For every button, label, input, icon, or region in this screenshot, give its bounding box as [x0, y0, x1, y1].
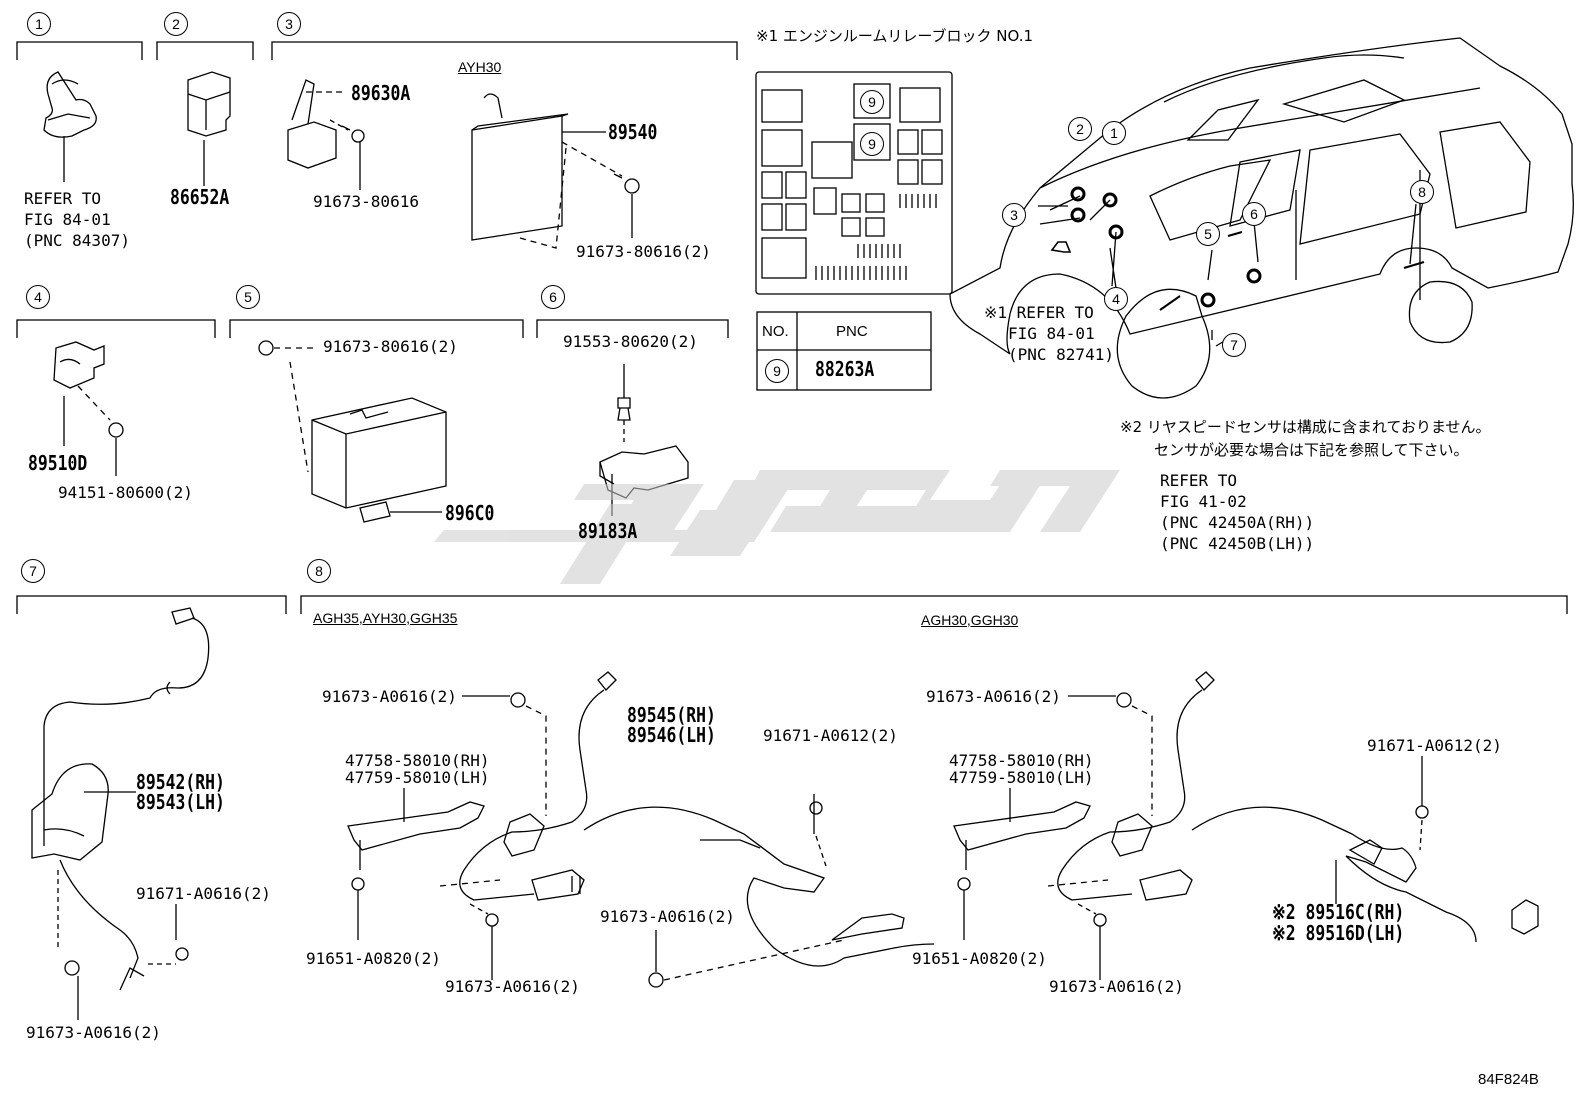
group-number-4: 4: [26, 285, 50, 309]
bolt-91553-80620[interactable]: 91553-80620(2): [563, 332, 698, 351]
part-89540[interactable]: 89540: [608, 120, 658, 144]
vehicle-callout-2[interactable]: 2: [1068, 117, 1092, 141]
group-number-3: 3: [277, 12, 301, 36]
note2-line2: センサが必要な場合は下記を参照して下さい。: [1154, 441, 1469, 459]
watermark-logo: [434, 470, 1120, 584]
part-89543-lh[interactable]: 89543(LH): [136, 790, 225, 814]
bolt-top-left[interactable]: 91673-A0616(2): [322, 687, 457, 706]
figure-code: 84F824B: [1478, 1071, 1539, 1088]
note2-refer-line3: (PNC 42450A(RH)): [1160, 513, 1315, 532]
bracket-47758-rh-right[interactable]: 47758-58010(RH): [949, 751, 1094, 770]
bolt-mid-left[interactable]: 91673-A0616(2): [600, 907, 735, 926]
relay-block-drawing: [755, 71, 953, 295]
group1-refer-line3: (PNC 84307): [24, 231, 130, 250]
variant-label-left: AGH35,AYH30,GGH35: [313, 610, 458, 626]
bolt-top-right[interactable]: 91673-A0616(2): [926, 687, 1061, 706]
bolt-91673-80616[interactable]: 91673-80616: [313, 192, 419, 211]
vehicle-callout-5[interactable]: 5: [1196, 222, 1220, 246]
part-89630A[interactable]: 89630A: [351, 81, 411, 105]
bolt-right-left[interactable]: 91671-A0612(2): [763, 726, 898, 745]
part-86652A-drawing: [187, 71, 231, 186]
group-number-5: 5: [236, 285, 260, 309]
part-896C0-drawing: [258, 340, 447, 523]
group1-refer-line1: REFER TO: [24, 189, 102, 208]
relay-slot-9-lower: 9: [860, 132, 884, 156]
bolt-bottom-b-left[interactable]: 91673-A0616(2): [445, 977, 580, 996]
group-number-2: 2: [164, 12, 188, 36]
part-89542-drawing: [31, 607, 210, 1020]
bolt-91673-80616-group5[interactable]: 91673-80616(2): [323, 337, 458, 356]
note2-line1: ※2 リヤスピードセンサは構成に含まれておりません。: [1120, 418, 1491, 436]
part-89510D-drawing: [53, 341, 124, 476]
vehicle-callout-7[interactable]: 7: [1222, 333, 1246, 357]
vehicle-callout-3[interactable]: 3: [1002, 203, 1026, 227]
part-89516C-rh[interactable]: ※2 89516C(RH): [1272, 900, 1405, 924]
bolt-91671-A0616-group7[interactable]: 91671-A0616(2): [136, 884, 271, 903]
group-brackets: [16, 41, 1568, 614]
group-number-7: 7: [21, 559, 45, 583]
note2-refer-line1: REFER TO: [1160, 471, 1238, 490]
vehicle-callout-6[interactable]: 6: [1242, 202, 1266, 226]
vehicle-refer-line2: FIG 84-01: [1008, 324, 1095, 343]
bolt-right-right[interactable]: 91671-A0612(2): [1367, 736, 1502, 755]
relay-table-lines: [756, 311, 932, 391]
group-number-1: 1: [27, 12, 51, 36]
bolt-bottom-b-right[interactable]: 91673-A0616(2): [1049, 977, 1184, 996]
part-89630A-drawing: [287, 79, 365, 190]
group-number-8: 8: [307, 559, 331, 583]
vehicle-callout-4[interactable]: 4: [1104, 287, 1128, 311]
bracket-47759-lh-left[interactable]: 47759-58010(LH): [345, 768, 490, 787]
bolt-bottom-a-right[interactable]: 91651-A0820(2): [912, 949, 1047, 968]
variant-label-ayh30: AYH30: [458, 59, 502, 75]
group1-refer-line2: FIG 84-01: [24, 210, 111, 229]
relay-table-row-no: 9: [765, 359, 789, 383]
part-89542-rh[interactable]: 89542(RH): [136, 770, 225, 794]
part-89545-rh[interactable]: 89545(RH): [627, 703, 716, 727]
bolt-91673-A0616-group7[interactable]: 91673-A0616(2): [26, 1023, 161, 1042]
vehicle-refer-line3: (PNC 82741): [1008, 345, 1114, 364]
bolt-91673-80616-x2[interactable]: 91673-80616(2): [576, 242, 711, 261]
part-89516D-lh[interactable]: ※2 89516D(LH): [1272, 921, 1405, 945]
part-group8-right-drawing: [953, 671, 1539, 980]
part-896C0[interactable]: 896C0: [445, 501, 495, 525]
group-number-6: 6: [541, 285, 565, 309]
vehicle-refer-line1: ※1 REFER TO: [984, 303, 1094, 322]
relay-table-header-pnc: PNC: [836, 323, 868, 340]
part-89540-drawing: [471, 93, 640, 249]
bolt-bottom-a-left[interactable]: 91651-A0820(2): [306, 949, 441, 968]
part-89183A[interactable]: 89183A: [578, 519, 638, 543]
part-group8-left-drawing: [347, 671, 935, 988]
nut-94151-80600[interactable]: 94151-80600(2): [58, 483, 193, 502]
variant-label-right: AGH30,GGH30: [921, 612, 1019, 628]
vehicle-callout-1[interactable]: 1: [1102, 121, 1126, 145]
vehicle-callout-8[interactable]: 8: [1410, 180, 1434, 204]
part-89510D[interactable]: 89510D: [28, 451, 88, 475]
relay-table-header-no: NO.: [762, 323, 789, 340]
note2-refer-line4: (PNC 42450B(LH)): [1160, 534, 1315, 553]
part-89546-lh[interactable]: 89546(LH): [627, 723, 716, 747]
part-86652A[interactable]: 86652A: [170, 185, 230, 209]
relay-part-88263A[interactable]: 88263A: [815, 357, 875, 381]
bracket-47758-rh-left[interactable]: 47758-58010(RH): [345, 751, 490, 770]
relay-slot-9-upper: 9: [860, 90, 884, 114]
note2-refer-line2: FIG 41-02: [1160, 492, 1247, 511]
bracket-47759-lh-right[interactable]: 47759-58010(LH): [949, 768, 1094, 787]
part-sensor-1: [43, 71, 97, 182]
relay-block-title: ※1 エンジンルームリレーブロック NO.1: [756, 27, 1034, 45]
